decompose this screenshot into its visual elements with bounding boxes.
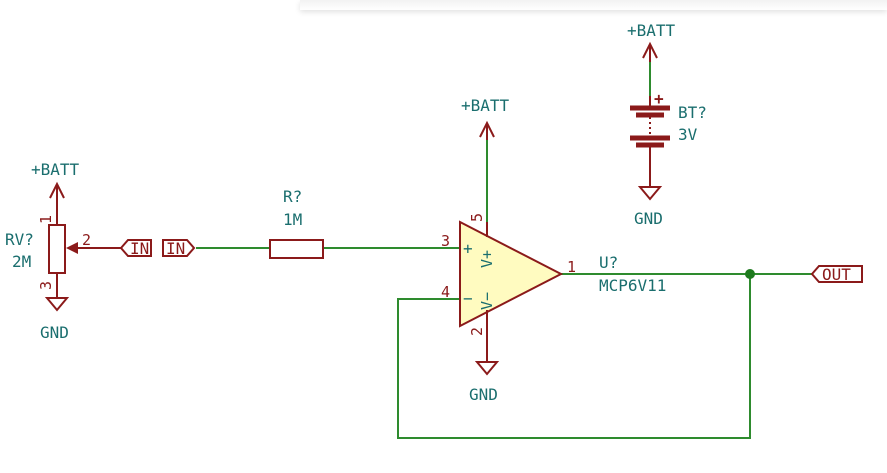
potentiometer-pin-bottom: 3	[37, 281, 55, 290]
opamp-pin-vplus: 5	[468, 213, 486, 222]
net-label-in-right: IN	[162, 239, 196, 258]
output-junction	[745, 269, 755, 279]
potentiometer-wiper-arrow	[66, 242, 78, 254]
battery-symbol	[630, 105, 670, 148]
resistor-body	[269, 239, 324, 259]
gnd-battery-label: GND	[634, 209, 663, 228]
power-batt-pot-label: +BATT	[31, 160, 80, 179]
net-label-in-right-text: IN	[166, 239, 185, 258]
opamp-value: MCP6V11	[599, 276, 666, 295]
gnd-pot-symbol	[44, 297, 70, 312]
resistor-value: 1M	[283, 210, 302, 229]
opamp-sign-plus: +	[463, 239, 473, 258]
battery-plus-sign: +	[654, 89, 664, 108]
gnd-battery-symbol	[637, 186, 663, 201]
battery-ref: BT?	[678, 103, 707, 122]
power-batt-pot	[49, 181, 65, 225]
opamp-body	[459, 220, 564, 328]
gnd-pot-label: GND	[40, 323, 69, 342]
window-shadow-edge	[300, 0, 887, 10]
power-batt-opamp	[479, 120, 495, 140]
net-label-in-left: IN	[119, 239, 152, 258]
net-label-in-left-text: IN	[130, 239, 149, 258]
opamp-sign-minus: −	[463, 289, 473, 308]
power-batt-top-label: +BATT	[627, 21, 676, 40]
gnd-opamp-label: GND	[469, 385, 498, 404]
opamp-pin-out: 1	[567, 258, 576, 276]
gnd-opamp-symbol	[474, 340, 500, 376]
potentiometer-pin-top: 1	[37, 215, 55, 224]
power-batt-opamp-label: +BATT	[461, 96, 510, 115]
potentiometer-value: 2M	[12, 252, 31, 271]
opamp-pin-noninv: 3	[441, 232, 450, 250]
power-batt-top	[642, 41, 658, 62]
wires	[196, 62, 812, 439]
opamp-vplus-label: V+	[478, 250, 496, 268]
potentiometer-ref: RV?	[5, 230, 34, 249]
potentiometer-pin-wiper: 2	[82, 231, 91, 249]
battery-value: 3V	[678, 125, 698, 144]
potentiometer-body	[48, 224, 66, 274]
net-label-out: OUT	[810, 265, 863, 284]
opamp-pin-inv: 4	[441, 283, 450, 301]
wire-feedback-loop	[397, 274, 751, 439]
net-label-out-text: OUT	[822, 265, 851, 284]
opamp-vminus-label: V−	[478, 292, 496, 310]
opamp-pin-vminus: 2	[468, 327, 486, 336]
opamp-ref: U?	[599, 253, 618, 272]
resistor-ref: R?	[283, 187, 302, 206]
